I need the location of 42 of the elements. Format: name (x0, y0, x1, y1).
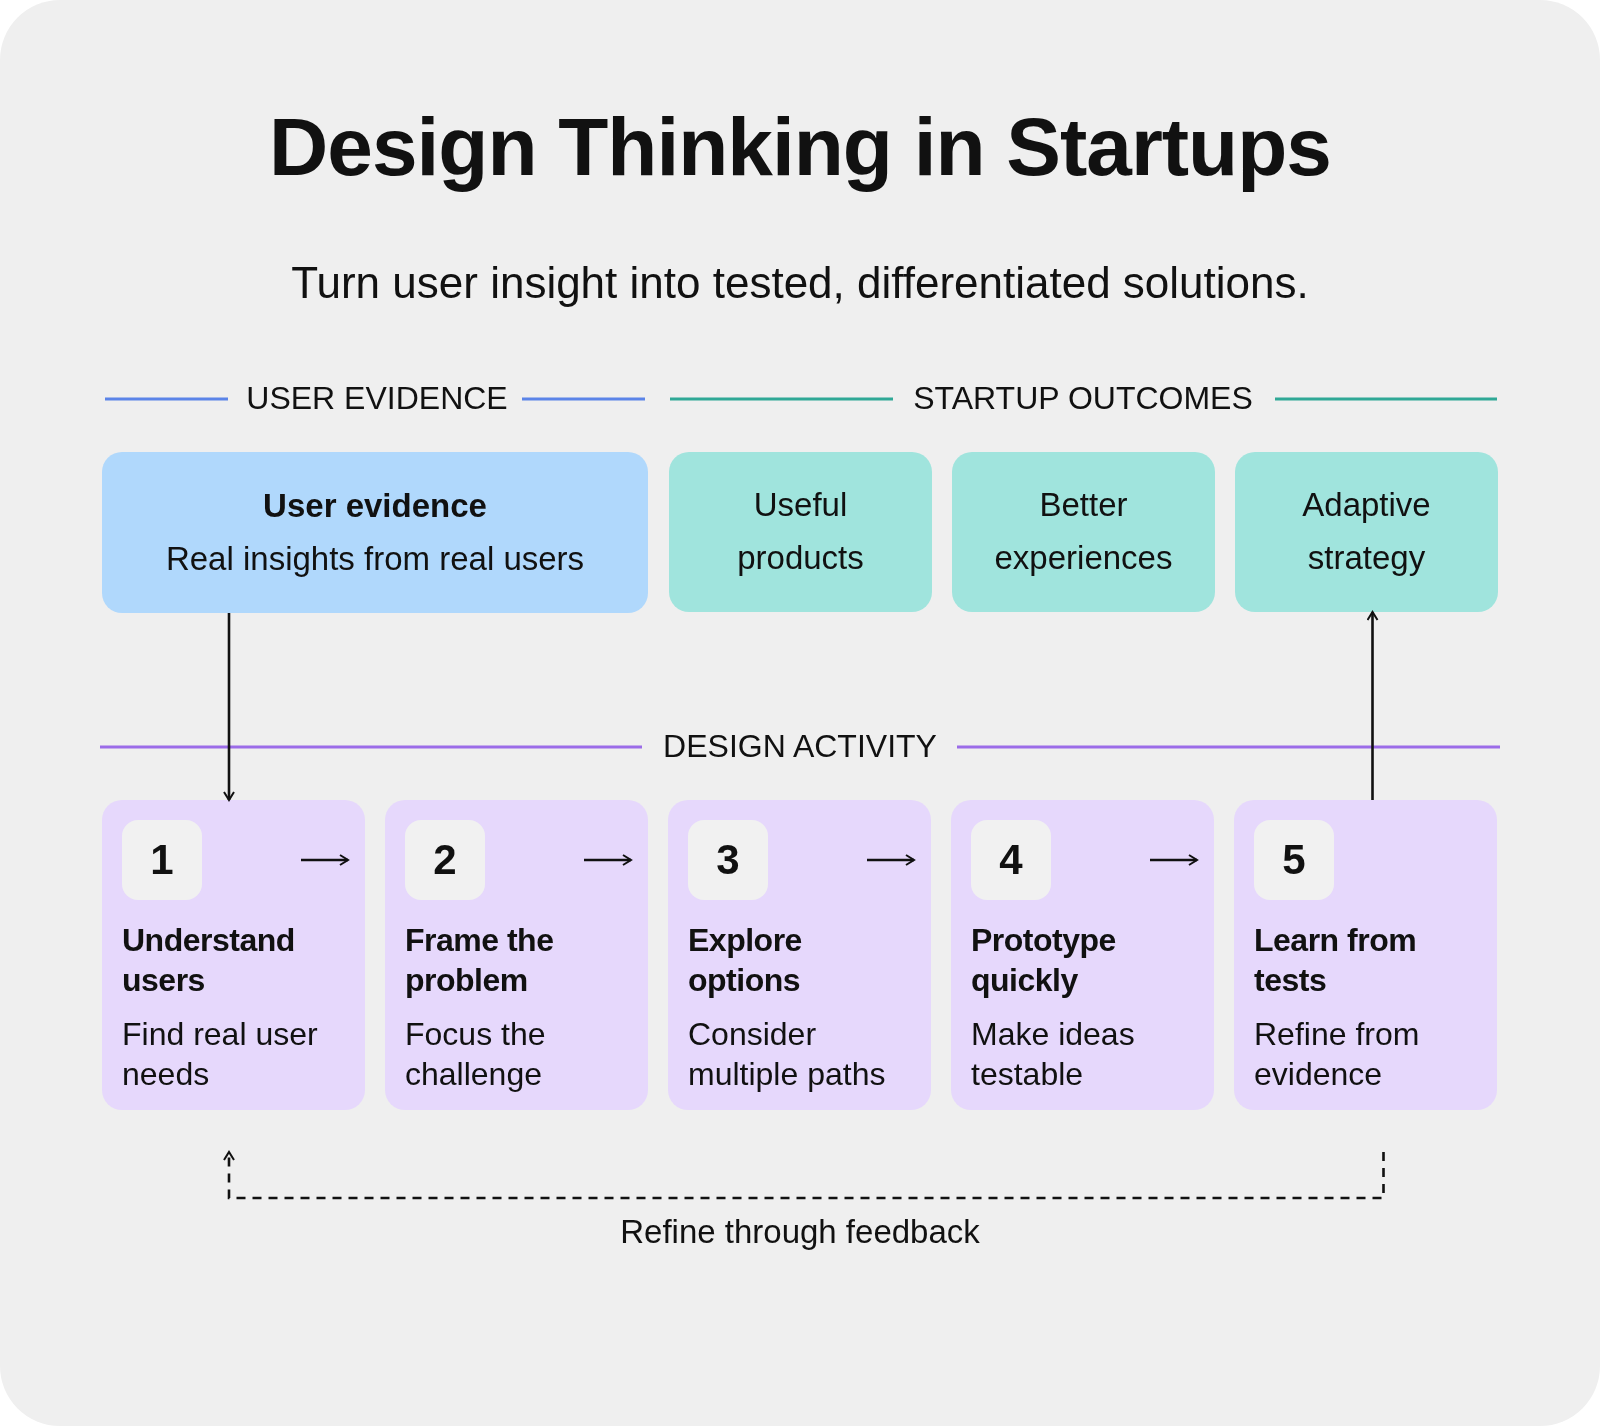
step-heading: Frame the problem (405, 921, 555, 1000)
arrow (223, 613, 235, 801)
step-heading: Explore options (688, 921, 803, 1000)
step-text: Focus the challenge (405, 1015, 547, 1094)
arrow (867, 854, 915, 866)
card-text: Better experiences (993, 485, 1174, 578)
section-heading: STARTUP OUTCOMES (913, 380, 1253, 417)
card-text: Real insights from real users (165, 538, 585, 579)
step-card (1234, 800, 1497, 1110)
card-text: Adaptive strategy (1301, 485, 1432, 578)
step-text: Make ideas testable (971, 1015, 1136, 1094)
arrow (1150, 854, 1198, 866)
arrow (584, 854, 632, 866)
title: Design Thinking in Startups (268, 100, 1332, 194)
step-heading: Learn from tests (1254, 921, 1418, 1000)
step-number: 2 (405, 820, 485, 900)
step-number: 4 (971, 820, 1051, 900)
step-number: 3 (688, 820, 768, 900)
card-text: Useful products (736, 485, 865, 578)
section-heading: USER EVIDENCE (246, 380, 508, 417)
arrow (1366, 611, 1379, 800)
step-card (102, 800, 365, 1110)
step-card (951, 800, 1214, 1110)
info-card (102, 452, 648, 613)
outcome-card (1235, 452, 1498, 612)
step-text: Consider multiple paths (688, 1015, 887, 1094)
step-card (385, 800, 648, 1110)
arrow (301, 854, 349, 866)
edge-label: Refine through feedback (620, 1213, 980, 1251)
outcome-card (669, 452, 932, 612)
outcome-card (952, 452, 1215, 612)
step-text: Refine from evidence (1254, 1015, 1421, 1094)
feedback-arrow (223, 1151, 1385, 1200)
step-heading: Prototype quickly (971, 921, 1117, 1000)
subtitle: Turn user insight into tested, differentiated solutions. (290, 258, 1310, 308)
section-heading: DESIGN ACTIVITY (663, 728, 937, 765)
step-heading: Understand users (122, 921, 296, 1000)
card-heading: User evidence (263, 485, 487, 526)
step-text: Find real user needs (122, 1015, 319, 1094)
step-number: 5 (1254, 820, 1334, 900)
step-number: 1 (122, 820, 202, 900)
step-card (668, 800, 931, 1110)
